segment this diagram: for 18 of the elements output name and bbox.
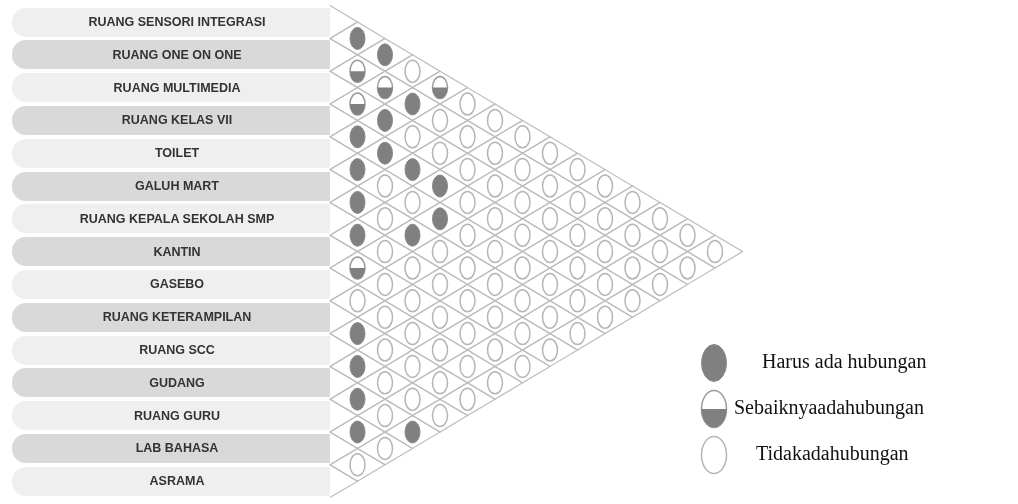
room-band: RUANG KEPALA SEKOLAH SMP	[12, 204, 330, 234]
room-band: RUANG MULTIMEDIA	[12, 73, 330, 103]
legend-label: Tidakadahubungan	[756, 442, 909, 465]
room-band: ASRAMA	[12, 466, 330, 496]
room-band: GASEBO	[12, 269, 330, 299]
legend-label: Sebaiknyaadahubungan	[734, 396, 924, 419]
room-band: RUANG GURU	[12, 401, 330, 431]
room-band: RUANG KETERAMPILAN	[12, 302, 330, 332]
room-band: RUANG KELAS VII	[12, 105, 330, 135]
room-band: LAB BAHASA	[12, 433, 330, 463]
room-band: KANTIN	[12, 237, 330, 267]
room-band: RUANG SCC	[12, 335, 330, 365]
legend-label: Harus ada hubungan	[762, 350, 927, 373]
room-band: TOILET	[12, 138, 330, 168]
room-band: GALUH MART	[12, 171, 330, 201]
room-band: RUANG ONE ON ONE	[12, 40, 330, 70]
room-band: RUANG SENSORI INTEGRASI	[12, 7, 330, 37]
room-band: GUDANG	[12, 368, 330, 398]
